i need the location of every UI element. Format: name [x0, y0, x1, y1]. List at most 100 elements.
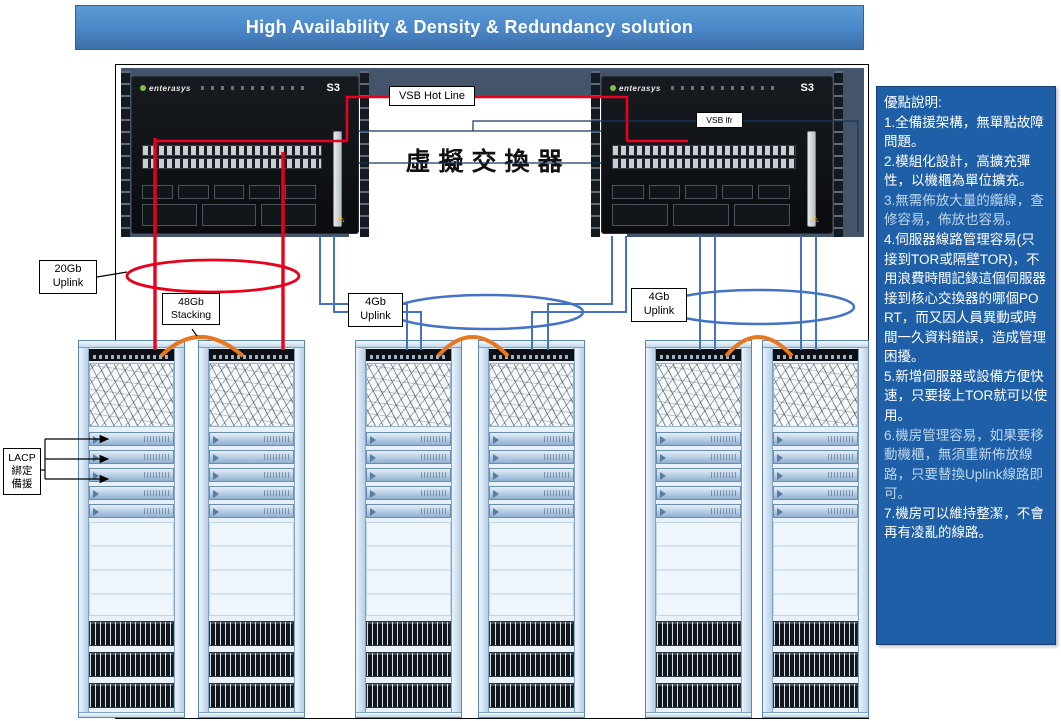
lacp-label: LACP 綁定 備援	[3, 448, 41, 496]
port-strip	[142, 145, 322, 156]
server-rack	[355, 340, 462, 718]
server-unit	[366, 432, 451, 446]
disk-shelf	[773, 621, 858, 646]
module-slots	[142, 204, 317, 226]
port-strip	[142, 158, 322, 169]
server-unit	[656, 432, 741, 446]
disk-shelf	[773, 652, 858, 677]
rack-bottom-rail	[479, 712, 584, 717]
uplink-20gb-line1: 20Gb	[54, 263, 82, 275]
rack-bottom-rail	[79, 712, 184, 717]
fan-tray-handle	[333, 131, 342, 227]
disk-shelf	[89, 652, 174, 677]
server-unit	[773, 504, 858, 518]
disk-shelf	[656, 683, 741, 708]
warning-icon: ⚠	[336, 214, 345, 225]
virtual-switch-label: 虛擬交換器	[405, 147, 571, 176]
advantage-item: 5.新增伺服器或設備方便快速，只要接上TOR就可以使用。	[884, 368, 1048, 423]
rack-spacer	[489, 522, 574, 616]
brand-label: enterasys	[140, 84, 191, 93]
disk-shelf	[656, 621, 741, 646]
tor-switch	[209, 349, 294, 361]
tor-switch	[773, 349, 858, 361]
brand-text: enterasys	[149, 83, 191, 93]
rack-spacer	[89, 522, 174, 616]
server-unit	[209, 450, 294, 464]
advantage-item: 6.機房管理容易，如果要移動機櫃，無須重新佈放線路，只要替換Uplink線路即可…	[884, 427, 1044, 502]
advantages-panel: 優點說明: 1.全備援架構，無單點故障問題。 2.模組化設計，高擴充彈性，以機櫃…	[876, 86, 1056, 645]
disk-shelf	[209, 683, 294, 708]
rack-content	[656, 349, 741, 711]
module-slots	[612, 185, 790, 199]
rack-content	[209, 349, 294, 711]
page-title: High Availability & Density & Redundancy…	[245, 17, 694, 37]
rack-bottom-rail	[356, 712, 461, 717]
warning-icon: ⚠	[810, 214, 819, 225]
tor-switch	[89, 349, 174, 361]
uplink-4gb-left-line2: Uplink	[360, 309, 391, 322]
cable-patch-area	[209, 363, 294, 427]
server-unit	[366, 450, 451, 464]
server-unit	[89, 432, 174, 446]
virtual-switch-area: 虛擬交換器	[349, 96, 627, 237]
server-unit	[489, 432, 574, 446]
rack-rail	[591, 71, 600, 237]
rack-top-rail	[79, 341, 184, 348]
rack-rail	[834, 71, 843, 237]
rack-top-rail	[356, 341, 461, 348]
rack-content	[89, 349, 174, 711]
vsb-lfr-label: VSB lfr	[696, 112, 743, 128]
stacking-48gb-line1: 48Gb	[178, 296, 204, 308]
server-rack	[762, 340, 869, 718]
tor-switch	[489, 349, 574, 361]
server-unit	[656, 468, 741, 482]
uplink-20gb-line2: Uplink	[52, 276, 84, 289]
disk-shelf	[89, 683, 174, 708]
server-unit	[89, 486, 174, 500]
disk-shelf	[366, 621, 451, 646]
server-rack	[645, 340, 752, 718]
server-unit	[366, 504, 451, 518]
advantage-item: 3.無需佈放大量的纜線，查修容易，佈放也容易。	[884, 192, 1044, 228]
disk-shelf	[656, 652, 741, 677]
core-switch-left: enterasys S3 ⚠	[121, 71, 369, 237]
server-unit	[209, 468, 294, 482]
module-slots	[612, 204, 790, 226]
uplink-20gb-label: 20Gb Uplink	[39, 260, 97, 294]
server-rack	[198, 340, 305, 718]
server-unit	[656, 486, 741, 500]
vsb-hot-line-label: VSB Hot Line	[389, 86, 475, 106]
server-unit	[89, 504, 174, 518]
advantage-item: 4.伺服器線路管理容易(只接到TOR或隔壁TOR)，不用浪費時間記錄這個伺服器接…	[884, 231, 1046, 365]
rack-content	[366, 349, 451, 711]
disk-shelf	[89, 621, 174, 646]
enterasys-logo-icon	[140, 85, 146, 91]
rack-spacer	[366, 522, 451, 616]
led-row-icon	[670, 86, 781, 90]
disk-shelf	[366, 652, 451, 677]
disk-shelf	[209, 621, 294, 646]
server-unit	[209, 486, 294, 500]
server-unit	[489, 504, 574, 518]
server-unit	[773, 468, 858, 482]
module-slots	[142, 185, 316, 199]
disk-shelf	[489, 683, 574, 708]
server-unit	[656, 504, 741, 518]
server-unit	[489, 468, 574, 482]
disk-shelf	[366, 683, 451, 708]
enterasys-logo-icon	[610, 85, 616, 91]
rack-bottom-rail	[199, 712, 304, 717]
server-unit	[89, 468, 174, 482]
server-unit	[656, 450, 741, 464]
disk-shelf	[773, 683, 858, 708]
uplink-4gb-left-label: 4Gb Uplink	[348, 293, 403, 327]
server-unit	[773, 432, 858, 446]
server-unit	[209, 432, 294, 446]
server-unit	[489, 486, 574, 500]
uplink-4gb-right-line2: Uplink	[643, 304, 675, 317]
stacking-48gb-label: 48Gb Stacking	[162, 293, 220, 326]
rack-spacer	[209, 522, 294, 616]
core-switch-right: enterasys S3 ⚠	[591, 71, 843, 237]
port-strip	[612, 158, 796, 169]
